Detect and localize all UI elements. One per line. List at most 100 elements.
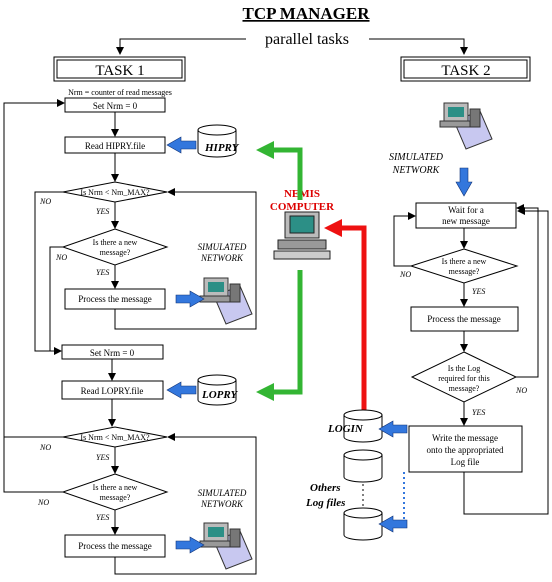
arrow: [393, 212, 416, 267]
green-arrowhead: [256, 383, 274, 401]
network-icon: [439, 102, 493, 150]
red-arrowhead: [324, 219, 342, 237]
decision-new-msg-t2: Is there a new message?: [409, 248, 519, 284]
sim-network-label: SIMULATED: [198, 488, 247, 498]
login-cylinder: [343, 409, 383, 443]
no-label: NO: [55, 253, 67, 262]
nrm-note: Nrm = counter of read messages: [68, 88, 172, 97]
green-arrow-lopry: [272, 270, 303, 395]
wait-line2: new message: [442, 216, 490, 226]
others-log-label: Others: [310, 482, 341, 494]
decision-log-line3: message?: [449, 384, 480, 393]
yes-label: YES: [96, 268, 109, 277]
yes-label: YES: [96, 207, 109, 216]
process-msg-t2-label: Process the message: [427, 314, 500, 324]
decision-nrm-1: Is Nrm < Nm_MAX?: [62, 181, 168, 203]
yes-label: YES: [472, 408, 485, 417]
set-nrm-mid-label: Set Nrm = 0: [90, 348, 135, 358]
blue-arrow-login: [378, 420, 408, 438]
nemis-label: COMPUTER: [270, 201, 335, 213]
process-msg-1: Process the message: [64, 288, 166, 310]
hipry-label: HIPRY: [204, 142, 240, 154]
write-line3: Log file: [451, 457, 480, 467]
read-hipry-label: Read HIPRY.file: [85, 141, 145, 151]
green-arrow-hipry: [272, 147, 303, 200]
sim-network-label: NETWORK: [392, 165, 441, 176]
task2-header-label: TASK 2: [441, 63, 490, 79]
write-line2: onto the appropriated: [427, 445, 504, 455]
task2-header: TASK 2: [400, 56, 531, 82]
no-label: NO: [515, 386, 527, 395]
arrow: [34, 191, 63, 355]
network-icon: [199, 522, 253, 570]
process-msg-2-label: Process the message: [78, 541, 151, 551]
task1-header-label: TASK 1: [95, 63, 144, 79]
connector: [49, 246, 63, 351]
set-nrm-mid: Set Nrm = 0: [61, 344, 164, 360]
wait-box: Wait for a new message: [415, 202, 517, 229]
inner-loop-1: [114, 188, 257, 330]
decision-new-msg-t2-line2: message?: [449, 267, 480, 276]
blue-arrow: [175, 290, 205, 308]
sim-network-label: SIMULATED: [389, 152, 444, 163]
write-line1: Write the message: [432, 433, 498, 443]
decision-new-msg-2-line2: message?: [100, 493, 131, 502]
blue-arrow: [175, 536, 205, 554]
split-arrow-left: [116, 38, 246, 55]
hipry-cylinder: [197, 124, 237, 158]
task1-header: TASK 1: [53, 56, 186, 82]
split-arrow-right: [369, 38, 468, 55]
subtitle: parallel tasks: [265, 31, 349, 48]
read-hipry-box: Read HIPRY.file: [64, 136, 166, 154]
sim-network-label: NETWORK: [200, 253, 244, 263]
yes-label: YES: [96, 513, 109, 522]
blue-arrow-lopry: [166, 381, 197, 399]
wait-line1: Wait for a: [448, 205, 484, 215]
blue-arrow-others: [378, 515, 408, 533]
read-lopry-label: Read LOPRY.file: [81, 386, 144, 396]
set-nrm-top: Set Nrm = 0: [64, 97, 166, 113]
decision-new-msg-1: Is there a new message?: [61, 228, 169, 266]
process-msg-2: Process the message: [64, 534, 166, 558]
no-label: NO: [399, 270, 411, 279]
nemis-computer-icon: [273, 211, 331, 260]
task2-outer-loop: [463, 207, 549, 515]
decision-log-required: Is the Log required for this message?: [410, 351, 518, 403]
decision-new-msg-1-line1: Is there a new: [93, 238, 138, 247]
set-nrm-top-label: Set Nrm = 0: [93, 101, 138, 111]
inner-loop-2: [114, 433, 257, 575]
no-label: NO: [37, 498, 49, 507]
blue-arrow-hipry: [166, 136, 197, 154]
title: TCP MANAGER: [242, 4, 370, 23]
decision-nrm-1-label: Is Nrm < Nm_MAX?: [80, 188, 150, 197]
sim-network-label: NETWORK: [200, 499, 244, 509]
decision-new-msg-1-line2: message?: [100, 248, 131, 257]
log-cylinder: [343, 449, 383, 483]
arrow: [516, 204, 539, 378]
green-arrowhead: [256, 141, 274, 159]
decision-log-line1: Is the Log: [448, 364, 480, 373]
yes-label: YES: [96, 453, 109, 462]
process-msg-t2: Process the message: [410, 306, 519, 332]
blue-arrow-down: [455, 167, 473, 197]
decision-new-msg-t2-line1: Is there a new: [442, 257, 487, 266]
process-msg-1-label: Process the message: [78, 294, 151, 304]
decision-nrm-2-label: Is Nrm < Nm_MAX?: [80, 433, 150, 442]
sim-network-label: SIMULATED: [198, 242, 247, 252]
no-label: NO: [39, 443, 51, 452]
decision-nrm-2: Is Nrm < Nm_MAX?: [62, 426, 168, 448]
decision-log-line2: required for this: [438, 374, 490, 383]
lopry-cylinder: [197, 374, 237, 406]
others-log-label: Log files: [305, 497, 345, 509]
lopry-label: LOPRY: [201, 389, 239, 401]
write-log-box: Write the message onto the appropriated …: [408, 425, 523, 473]
no-label: NO: [39, 197, 51, 206]
yes-label: YES: [472, 287, 485, 296]
log-cylinder: [343, 507, 383, 541]
read-lopry-box: Read LOPRY.file: [61, 380, 164, 400]
network-icon: [199, 277, 253, 325]
red-arrow-login: [340, 225, 367, 412]
login-label: LOGIN: [327, 423, 364, 435]
decision-new-msg-2: Is there a new message?: [61, 473, 169, 511]
